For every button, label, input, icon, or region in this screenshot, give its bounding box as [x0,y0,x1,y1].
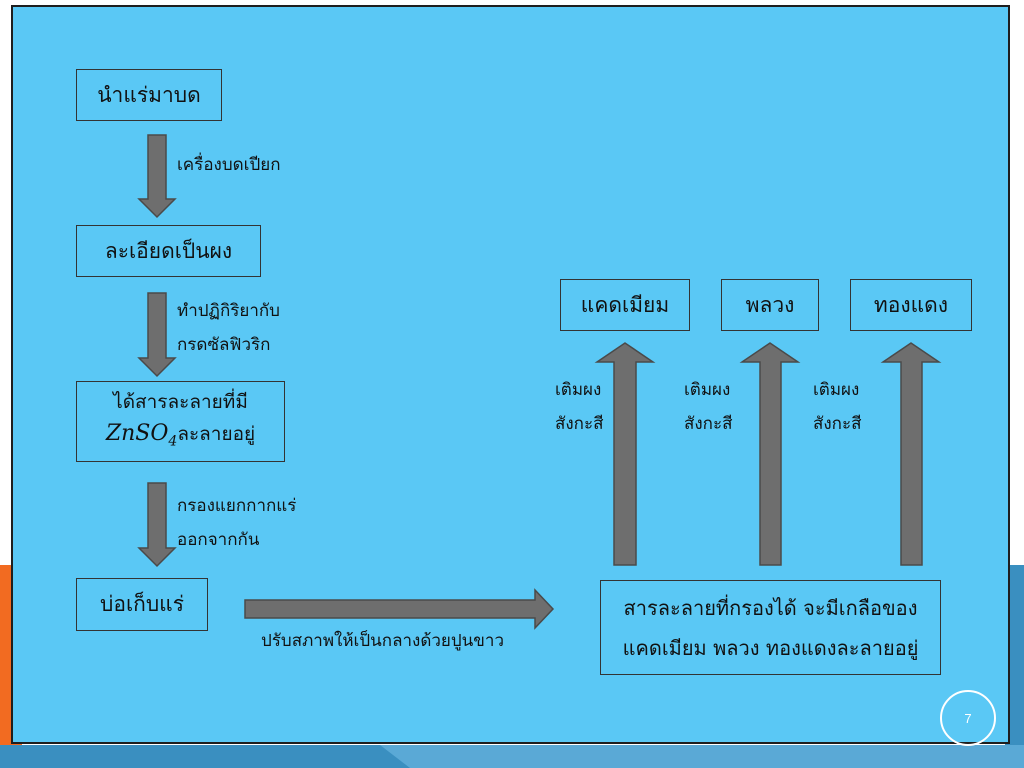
znso4-formula: ZnSO4 [105,420,178,450]
zinc-label-antimony-line1: เติมผง [684,380,731,400]
product-copper: ทองแดง [850,279,972,331]
page-number: 7 [940,690,996,746]
product-antimony-text: พลวง [745,292,795,317]
label-react-sulfuric-line1: ทำปฏิกิริยากับ [177,301,280,321]
label-wet-grinder: เครื่องบดเปียก [177,155,281,175]
filtered-solution-line2: แคดเมียม พลวง ทองแดงละลายอยู่ [622,635,919,660]
product-cadmium: แคดเมียม [560,279,690,331]
step-znso4-line1: ได้สารละลายที่มี [113,390,248,413]
label-zinc-powder-copper: เติมผง สังกะสี [813,373,861,441]
step-znso4-line2: ZnSO4ละลายอยู่ [106,418,255,457]
step-filtered-solution: สารละลายที่กรองได้ จะมีเกลือของ แคดเมียม… [600,580,941,675]
label-filter-residue: กรองแยกกากแร่ ออกจากกัน [177,489,296,557]
step-grind-ore-text: นำแร่มาบด [97,82,201,107]
label-zinc-powder-cadmium: เติมผง สังกะสี [555,373,603,441]
zinc-label-copper-line2: สังกะสี [813,414,862,434]
arrow-down-3 [137,482,177,568]
label-filter-residue-line1: กรองแยกกากแร่ [177,496,297,516]
arrow-up-antimony [739,342,801,566]
step-ore-pond: บ่อเก็บแร่ [76,578,208,631]
arrow-up-copper [880,342,942,566]
step-fine-powder: ละเอียดเป็นผง [76,225,261,277]
label-zinc-powder-antimony: เติมผง สังกะสี [684,373,732,441]
filtered-solution-line1: สารละลายที่กรองได้ จะมีเกลือของ [623,595,918,620]
product-antimony: พลวง [721,279,819,331]
product-copper-text: ทองแดง [873,292,949,317]
step-znso4-suffix: ละลายอยู่ [177,422,256,445]
zinc-label-copper-line1: เติมผง [813,380,860,400]
arrow-down-1 [137,134,177,219]
arrow-right-main [244,588,555,630]
label-filter-residue-line2: ออกจากกัน [177,530,260,550]
step-znso4-solution: ได้สารละลายที่มี ZnSO4ละลายอยู่ [76,381,285,462]
label-react-sulfuric-line2: กรดซัลฟิวริก [177,335,271,355]
light-blue-accent-bottom [380,745,1024,768]
slide [11,5,1010,744]
zinc-label-cadmium-line2: สังกะสี [555,414,604,434]
label-neutralize-lime: ปรับสภาพให้เป็นกลางด้วยปูนขาว [261,631,505,651]
product-cadmium-text: แคดเมียม [580,292,670,317]
arrow-up-cadmium [594,342,656,566]
zinc-label-cadmium-line1: เติมผง [555,380,602,400]
step-ore-pond-text: บ่อเก็บแร่ [100,592,184,616]
arrow-down-2 [137,292,177,378]
step-grind-ore: นำแร่มาบด [76,69,222,121]
zinc-label-antimony-line2: สังกะสี [684,414,733,434]
label-react-sulfuric: ทำปฏิกิริยากับ กรดซัลฟิวริก [177,294,280,362]
step-fine-powder-text: ละเอียดเป็นผง [104,238,233,263]
